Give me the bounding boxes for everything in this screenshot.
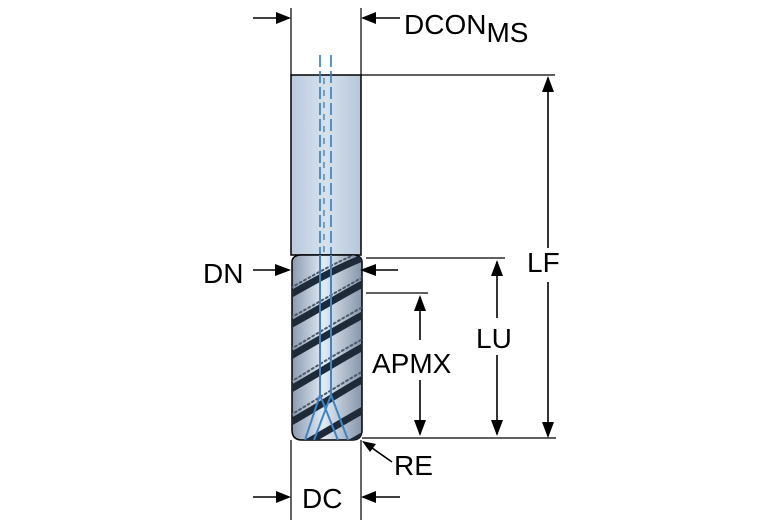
helical-flutes [292,255,362,440]
lu-label: LU [476,323,512,354]
dcon-dimension: DCONMS [253,8,528,75]
apmx-label: APMX [372,348,452,379]
apmx-dimension: APMX [366,292,452,436]
tool-shank [290,55,362,256]
coolant-outlets [304,255,349,440]
dcon-label: DCONMS [404,9,528,48]
re-leader: RE [362,441,433,481]
lu-dimension: LU [366,257,512,436]
coolant-channels [319,55,332,255]
dn-label: DN [203,258,243,289]
dn-dimension: DN [203,258,398,289]
tool-cutting-head [291,254,363,441]
lf-dimension: LF [361,74,560,438]
dc-dimension: DC [253,440,400,520]
dc-label: DC [302,483,342,514]
lf-label: LF [527,247,560,278]
re-label: RE [394,450,433,481]
